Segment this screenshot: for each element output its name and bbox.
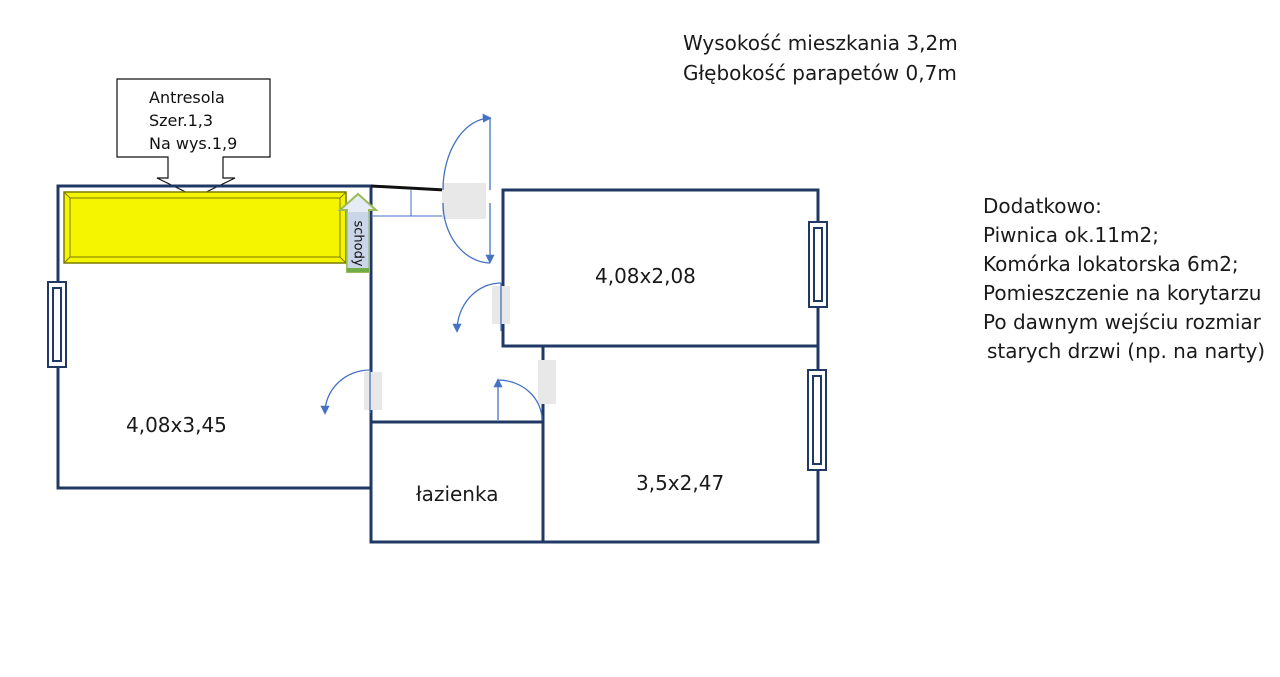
window-living (47, 281, 67, 368)
door-swing-living (320, 369, 371, 415)
basement-info: Piwnica ok.11m2; (983, 223, 1159, 247)
door-swings (320, 113, 543, 421)
mezzanine-bar (63, 191, 347, 264)
door-opening-bedroom-bottom (538, 360, 556, 404)
mezzanine-width: Szer.1,3 (149, 111, 214, 130)
door-swing-entrance-down (442, 202, 491, 264)
room-label-bedroom-bottom: 3,5x2,47 (636, 471, 725, 495)
corridor-room-info: Pomieszczenie na korytarzu (983, 281, 1262, 305)
mezzanine-height: Na wys.1,9 (149, 134, 238, 153)
mezzanine-title: Antresola (149, 88, 225, 107)
door-swing-bathroom (497, 379, 543, 421)
room-label-living: 4,08x3,45 (126, 413, 227, 437)
windows (47, 221, 828, 471)
storage-info: Komórka lokatorska 6m2; (983, 252, 1239, 276)
sill-depth: Głębokość parapetów 0,7m (683, 61, 957, 85)
window-bedroom-top (808, 221, 828, 308)
hall-detail-lines (371, 190, 445, 217)
additional-title: Dodatkowo: (983, 194, 1102, 218)
additional-info: Dodatkowo: Piwnica ok.11m2; Komórka loka… (983, 192, 1265, 366)
door-openings (364, 183, 556, 410)
door-swing-entrance-up (442, 113, 492, 191)
window-bedroom-bottom (807, 369, 827, 471)
room-label-bathroom: łazienka (416, 482, 499, 506)
old-entrance-info: Po dawnym wejściu rozmiar (983, 310, 1261, 334)
bedroom-bottom-walls (541, 346, 820, 544)
door-opening-living (364, 372, 382, 410)
door-swing-bedroom-top (452, 282, 502, 333)
apartment-height: Wysokość mieszkania 3,2m (683, 31, 958, 55)
stairs-label: schody (350, 219, 366, 267)
stairs-arrow (337, 192, 379, 273)
mezzanine-callout-text: Antresola Szer.1,3 Na wys.1,9 (149, 86, 237, 155)
bathroom-walls (369, 420, 545, 544)
door-opening-entrance (442, 183, 486, 219)
apartment-info: Wysokość mieszkania 3,2m Głębokość parap… (683, 28, 958, 88)
old-door-info: starych drzwi (np. na narty) (987, 339, 1266, 363)
hall-top-wall (370, 184, 446, 192)
room-label-bedroom-top: 4,08x2,08 (595, 264, 696, 288)
